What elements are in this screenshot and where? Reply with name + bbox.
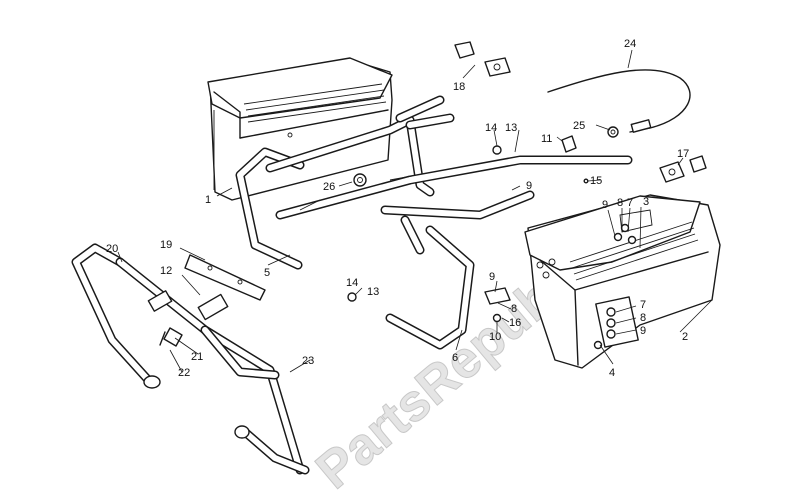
- callout-14-lower: 14: [346, 277, 358, 289]
- rear-carrier-frame: [235, 95, 633, 270]
- callout-24: 24: [624, 38, 636, 50]
- lock-set: [454, 41, 707, 183]
- callout-9-upper: 9: [602, 199, 608, 211]
- callout-5: 5: [264, 267, 270, 279]
- callout-22: 22: [178, 367, 190, 379]
- leader-lines: [117, 49, 713, 373]
- callout-13-upper: 13: [505, 122, 517, 134]
- callout-8-upper: 8: [617, 197, 623, 209]
- callout-18: 18: [453, 81, 465, 93]
- callout-7-upper: 7: [627, 197, 633, 209]
- callout-10: 10: [489, 331, 501, 343]
- callout-1: 1: [205, 194, 211, 206]
- callout-6: 6: [452, 352, 458, 364]
- callout-2: 2: [682, 331, 688, 343]
- callout-25: 25: [573, 120, 585, 132]
- sleeve-bushing: [147, 290, 229, 321]
- callout-14-upper: 14: [485, 122, 497, 134]
- right-side-case: [524, 194, 721, 369]
- callout-13-lower: 13: [367, 286, 379, 298]
- callout-9-lower: 9: [640, 325, 646, 337]
- callout-19: 19: [160, 239, 172, 251]
- callout-9-frame: 9: [526, 180, 532, 192]
- callout-16: 16: [509, 317, 521, 329]
- callout-9-bracket: 9: [489, 271, 495, 283]
- callout-7-lower: 7: [640, 299, 646, 311]
- callout-4: 4: [609, 367, 615, 379]
- callout-12: 12: [160, 265, 172, 277]
- callout-8-lower: 8: [640, 312, 646, 324]
- callout-17: 17: [677, 148, 689, 160]
- callout-23: 23: [302, 355, 314, 367]
- callout-3: 3: [643, 196, 649, 208]
- callout-21: 21: [191, 351, 203, 363]
- release-cable: [547, 69, 691, 133]
- callout-20: 20: [106, 243, 118, 255]
- callout-26: 26: [323, 181, 335, 193]
- callout-labels: 1 2 3 4 5 6 7 7 8 8 8 9 9 9 9 10 11 12 1…: [106, 38, 689, 379]
- bracket-plate: [184, 254, 266, 301]
- callout-8-bracket: 8: [511, 303, 517, 315]
- hardware: [159, 126, 637, 350]
- callout-15: 15: [590, 175, 602, 187]
- callout-11: 11: [541, 133, 552, 145]
